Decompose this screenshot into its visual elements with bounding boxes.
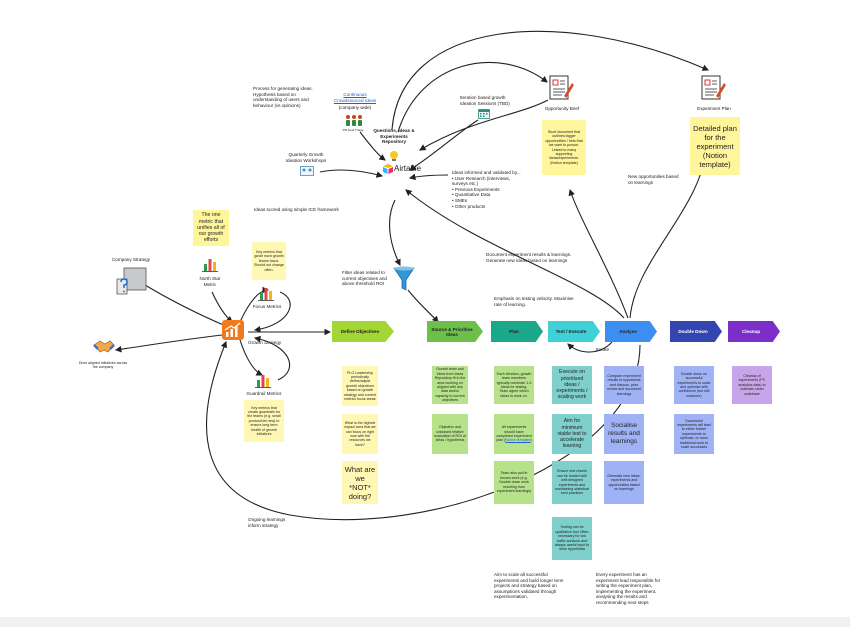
define-note-3: What are we *NOT* doing?	[342, 461, 378, 504]
puzzle-icon	[116, 267, 147, 295]
analyse-note-3: Generate new ideas, experiments and oppo…	[604, 461, 644, 504]
arc-workshop-to-repository	[319, 169, 384, 178]
arc-northstar-to-growth	[211, 291, 233, 323]
arc-growth-to-aligned	[114, 334, 223, 353]
quarterly-workshops-label: Quarterly Growth Ideation Workshops	[285, 152, 327, 163]
key-metrics-note: Key metrics that guide each growth teams…	[252, 242, 286, 280]
arc-ongoing-learnings	[206, 340, 641, 521]
repository-title: Questions, Ideas & Experiments Repositor…	[373, 128, 415, 145]
every-experiment-label: Every experiment has an experiment lead …	[596, 572, 661, 605]
ideas-source-item: • Quantitative Data	[452, 192, 491, 198]
airtable-logo-icon	[383, 164, 393, 174]
arc-to-experiment-plan	[391, 30, 710, 131]
north-star-label: North Star Metric	[199, 276, 221, 287]
process-ideas-text: Process for generating ideas. Hypothesis…	[253, 86, 313, 108]
guardrail-metrics-label: Guardrail Metrics	[246, 391, 282, 396]
plan-note-3: Team also pull in known work (e.g. Doubl…	[494, 461, 534, 504]
iterate-label: Iterate	[596, 347, 610, 352]
stage-double-down: Double Down	[670, 321, 722, 342]
drive-aligned-label: Drive aligned initiatives across the com…	[78, 361, 128, 370]
stage-cleanup: Cleanup	[728, 321, 780, 342]
emphasis-label: Emphasis on testing velocity. Maximise r…	[494, 296, 574, 307]
ideas-source-item: • SMEs	[452, 197, 468, 203]
ongoing-learnings-label: Ongoing learnings inform strategy	[248, 517, 286, 528]
new-opportunities-label: New opportunities based on learnings	[628, 174, 679, 185]
bar-chart-icon	[255, 375, 271, 388]
ideas-source-item: • User Research (interviews, surveys etc…	[452, 175, 511, 187]
test-note-1: Execute on prioritised ideas / experimen…	[552, 366, 592, 404]
test-note-3: Ensure test results can be trusted with …	[552, 461, 592, 504]
plan-note-2: All experiments should have completed ex…	[494, 414, 534, 454]
iteration-sessions-label: Iteration based growth Ideation Sessions…	[460, 95, 510, 106]
arc-informed-to-repository	[408, 173, 449, 181]
arc-brief-to-repository	[419, 99, 549, 151]
plan-note-1: Each iteration, growth team members typi…	[494, 366, 534, 404]
arc-company-to-growth	[144, 284, 230, 328]
document-pen-icon	[701, 75, 726, 100]
ideas-source-item: • Previous Experiments	[452, 186, 500, 192]
double-note-2: Successful experiments will lead to eith…	[674, 414, 714, 454]
test-note-4: Testing can be qualitative too! Often ne…	[552, 517, 592, 560]
arc-analyse-to-brief	[568, 188, 629, 319]
handshake-icon	[93, 340, 115, 353]
stage-define-objectives: Define Objectives	[332, 321, 394, 342]
notion-template-link[interactable]: Notion template	[505, 438, 531, 443]
arc-funnel-to-source	[407, 289, 439, 323]
stage-test-execute: Test / Execute	[548, 321, 600, 342]
analyse-note-1: Compare experiment results to hypothesis…	[604, 366, 644, 404]
source-note-1: Growth team and ideas from Ideas Reposit…	[432, 366, 468, 404]
stage-analyse: Analyse	[605, 321, 657, 342]
growth-strategy-label: Growth Strategy	[248, 340, 282, 345]
company-strategy-label: Company Strategy	[111, 257, 151, 262]
experiment-plan-note: Detailed plan for the experiment (Notion…	[690, 117, 740, 175]
stage-plan: Plan	[491, 321, 543, 342]
growth-chart-icon	[222, 320, 244, 340]
crowdsourced-link[interactable]: Continuous Crowdsourced Ideas	[333, 92, 377, 103]
arc-iterate-loop	[567, 341, 613, 353]
document-results-label: Document experiment results & learnings.…	[486, 252, 572, 263]
double-note-1: Double down on successful experiments to…	[674, 366, 714, 404]
ideas-informed-block: Ideas informed and validated by... • Use…	[452, 170, 522, 209]
define-note-1: PLG Leadership periodically define/adjus…	[342, 366, 378, 406]
workshop-icon	[300, 166, 314, 176]
define-note-2: What is the highest impact area that we …	[342, 414, 378, 454]
experiment-plan-label: Experiment Plan	[697, 106, 731, 111]
arc-guardrail-loop	[239, 339, 263, 376]
arc-crowd-to-repository	[359, 131, 386, 161]
company-wide-label: (company wide)	[338, 105, 372, 110]
aim-scale-label: Aim to scale all successful experiments …	[494, 572, 564, 600]
people-icon	[346, 115, 362, 126]
opportunity-brief-label: Opportunity Brief	[544, 106, 580, 111]
source-note-2: Objective and unbiased relative evaluati…	[432, 414, 468, 454]
bar-chart-icon	[202, 259, 218, 272]
cleanup-note-1: Cleanup of experiments (FF, analytics da…	[732, 366, 772, 404]
stage-source-prioritise: Source & Prioritise Ideas	[427, 321, 483, 342]
ideas-source-item: • Other products	[452, 203, 486, 209]
ice-framework-label: Ideas scored using simple ICE framework	[254, 207, 339, 212]
guardrail-note: Key metrics that create guardrails for t…	[244, 400, 284, 442]
ideas-informed-title: Ideas informed and validated by...	[452, 170, 521, 175]
pm-sub-label: PM Gets Triage	[342, 128, 364, 132]
canvas-bottom-bar	[0, 617, 850, 627]
calendar-icon	[478, 109, 490, 119]
bar-chart-icon	[258, 288, 274, 301]
arc-analyse-to-repository	[405, 189, 625, 319]
one-metric-note: The one metric that unifies all of our g…	[193, 210, 229, 246]
arc-repository-to-funnel	[389, 199, 401, 266]
opportunity-brief-note: Short document that outlines bigger oppo…	[542, 120, 586, 175]
airtable-label: Airtable	[394, 164, 422, 173]
analyse-note-2: Socialise results and learnings	[604, 414, 644, 454]
document-pen-icon	[549, 75, 574, 100]
focus-metrics-label: Focus Metrics	[252, 304, 282, 309]
test-note-2: Aim for minimum viable test to accelerat…	[552, 414, 592, 454]
filter-ideas-label: Filter ideas related to current objectiv…	[342, 270, 387, 287]
arc-iteration-to-repository	[409, 119, 479, 171]
lightbulb-icon	[390, 151, 398, 161]
funnel-icon	[393, 266, 415, 291]
arc-to-opportunity-brief	[397, 61, 548, 133]
